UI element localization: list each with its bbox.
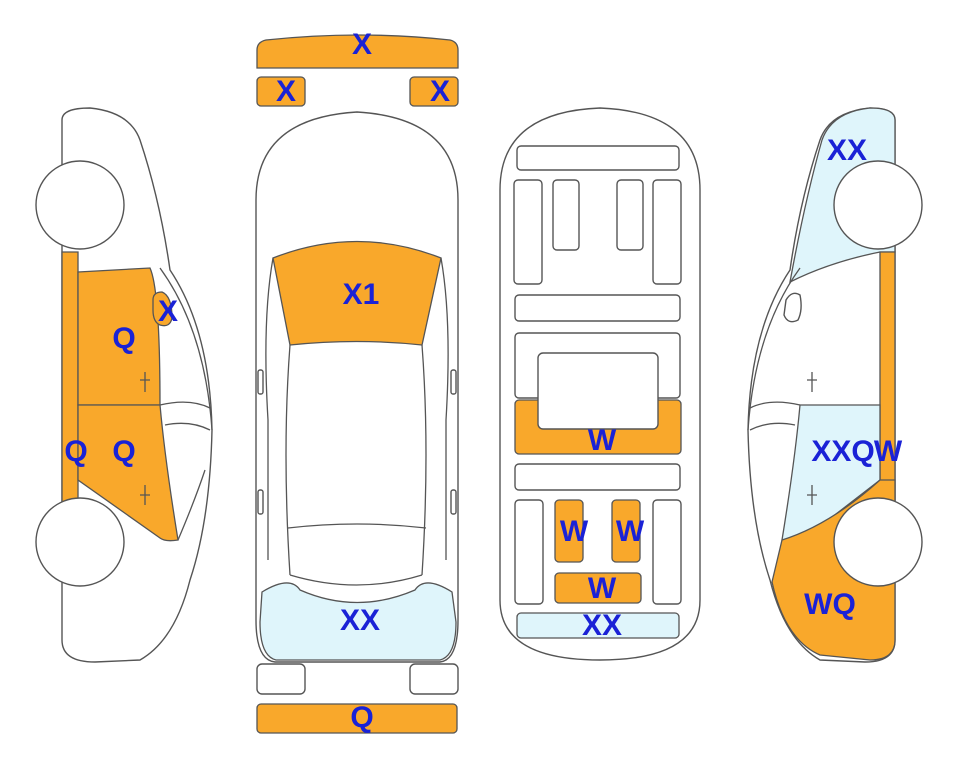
rear-window-part[interactable]	[259, 582, 457, 661]
label-hood: X1	[343, 278, 380, 311]
label-rear-window: XX	[340, 604, 380, 637]
left-mirror-part[interactable]	[152, 291, 173, 327]
label-left-rear-door: Q	[112, 435, 135, 468]
label-front-right-light: X	[430, 75, 450, 108]
rear-bumper-part[interactable]	[256, 703, 458, 734]
label-interior-rear-edge: XX	[582, 609, 622, 642]
interior-rear-edge-part[interactable]	[516, 612, 680, 639]
label-left-mirror: X	[158, 295, 178, 328]
front-bumper-part[interactable]	[256, 34, 459, 69]
label-interior-trunk-bottom: W	[588, 572, 617, 605]
left-rear-door-part[interactable]	[77, 404, 179, 542]
interior-trunk-right-part[interactable]	[611, 499, 641, 563]
label-right-front-fender: XX	[827, 134, 867, 167]
label-left-sill: Q	[64, 435, 87, 468]
interior-trunk-left-part[interactable]	[554, 499, 584, 563]
label-interior-trunk-left: W	[560, 515, 589, 548]
right-rear-wheel	[833, 497, 923, 587]
front-right-light-part[interactable]	[409, 76, 459, 107]
label-right-rear-door: XXQ	[811, 435, 874, 468]
interior-trunk-bottom-part[interactable]	[554, 572, 642, 604]
label-front-left-light: X	[276, 75, 296, 108]
front-left-light-part[interactable]	[256, 76, 306, 107]
label-left-front-door: Q	[112, 322, 135, 355]
left-rear-wheel	[35, 497, 125, 587]
label-right-rear-quarter: WQ	[804, 588, 856, 621]
label-front-bumper: X	[352, 28, 372, 61]
label-right-sill: W	[874, 435, 903, 468]
right-front-wheel	[833, 160, 923, 250]
car-left-side-view	[35, 107, 213, 663]
rear-right-light-part[interactable]	[409, 663, 459, 695]
rear-left-light-part[interactable]	[256, 663, 306, 695]
label-interior-rear-bench: W	[588, 424, 617, 457]
damage-labels: X X X X1 XX Q X Q Q Q W W W W XX XX XXQ …	[64, 28, 903, 734]
car-top-body	[255, 111, 459, 663]
car-top-view	[255, 34, 459, 734]
label-interior-trunk-right: W	[616, 515, 645, 548]
left-front-wheel	[35, 160, 125, 250]
label-rear-bumper: Q	[350, 701, 373, 734]
car-interior-view	[499, 107, 701, 661]
car-right-side-view	[747, 107, 923, 663]
